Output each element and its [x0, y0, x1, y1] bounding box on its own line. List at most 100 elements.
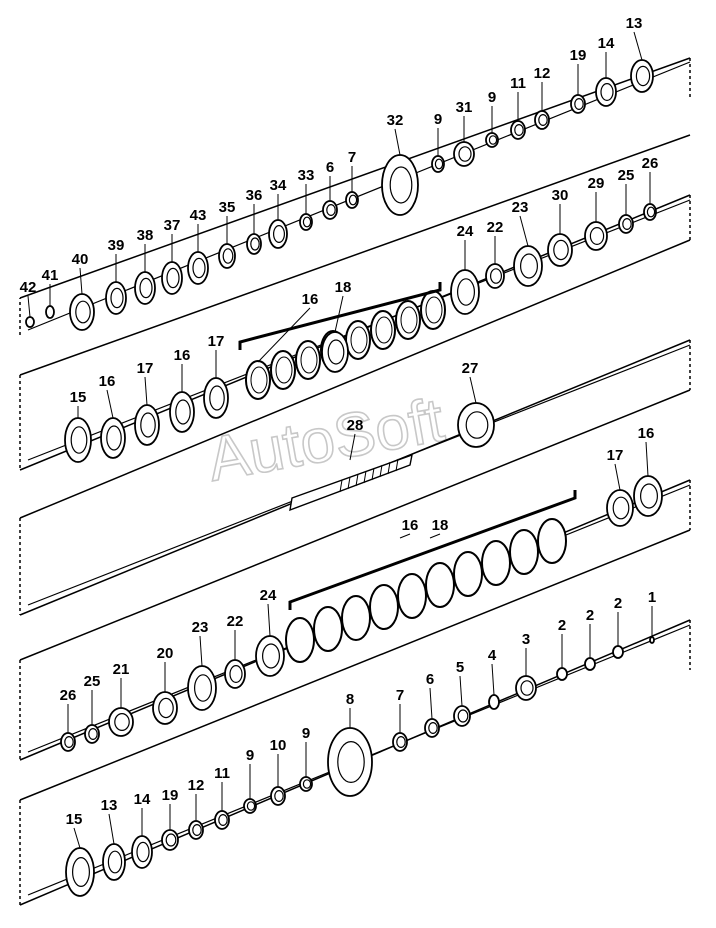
label-part-31: 31 — [456, 99, 473, 116]
label-part-33: 33 — [298, 167, 315, 184]
part-22 — [224, 659, 246, 689]
label-part-3: 3 — [522, 631, 530, 648]
part-11 — [510, 120, 526, 140]
part-22 — [485, 263, 505, 289]
label-part-24: 24 — [457, 223, 474, 240]
label-part-1: 1 — [648, 589, 656, 606]
part-16 — [633, 475, 663, 517]
part-36 — [246, 233, 262, 255]
part-42 — [25, 316, 35, 328]
leader-part-5 — [459, 675, 463, 707]
label-part-30: 30 — [552, 187, 569, 204]
label-part-25: 25 — [618, 167, 635, 184]
label-part-14: 14 — [598, 35, 615, 52]
label-part-28: 28 — [347, 417, 364, 434]
label-part-2: 2 — [586, 607, 594, 624]
label-part-26: 26 — [642, 155, 659, 172]
label-part-16: 16 — [174, 347, 191, 364]
label-part-16: 16 — [99, 373, 116, 390]
part-39 — [105, 281, 127, 315]
part-26 — [643, 203, 657, 221]
label-part-17: 17 — [208, 333, 225, 350]
part-25 — [618, 214, 634, 234]
part-8 — [327, 727, 373, 797]
label-part-16: 16 — [402, 517, 419, 534]
label-part-42: 42 — [20, 279, 37, 296]
label-part-32: 32 — [387, 112, 404, 129]
label-part-16: 16 — [638, 425, 655, 442]
brackets-layer — [238, 282, 577, 610]
part-17 — [134, 404, 160, 446]
part-29 — [584, 221, 608, 251]
leader-part-23 — [519, 215, 529, 247]
label-part-23: 23 — [512, 199, 529, 216]
part-2 — [584, 657, 596, 671]
label-part-37: 37 — [164, 217, 181, 234]
label-part-11: 11 — [510, 75, 526, 92]
part-19 — [570, 94, 586, 114]
part-21 — [108, 707, 134, 737]
part-34 — [268, 219, 288, 249]
part-14 — [131, 835, 153, 869]
label-part-7: 7 — [396, 687, 404, 704]
part-28-shaft — [289, 453, 413, 512]
label-part-9: 9 — [434, 111, 442, 128]
watermark-text: AutoSoft — [203, 386, 449, 495]
bracket-row4 — [288, 490, 577, 610]
label-part-40: 40 — [72, 251, 89, 268]
part-32 — [381, 154, 419, 216]
part-7 — [392, 732, 408, 752]
part-6 — [424, 718, 440, 738]
disc-pack-row2 — [245, 290, 446, 400]
part-9 — [485, 132, 499, 148]
label-part-18: 18 — [432, 517, 449, 534]
part-27 — [457, 402, 495, 448]
leader-part-27 — [469, 376, 477, 404]
part-23 — [187, 665, 217, 711]
label-part-36: 36 — [246, 187, 263, 204]
label-part-23: 23 — [192, 619, 209, 636]
bracket-row2 — [238, 282, 442, 350]
leader-part-18 — [429, 533, 441, 539]
label-part-43: 43 — [190, 207, 207, 224]
label-part-21: 21 — [113, 661, 130, 678]
parts-layer — [25, 59, 663, 897]
leader-part-13 — [633, 31, 643, 61]
label-part-2: 2 — [614, 595, 622, 612]
part-17 — [203, 377, 229, 419]
part-25 — [84, 724, 100, 744]
part-11 — [214, 810, 230, 830]
label-part-11: 11 — [214, 765, 230, 782]
label-part-5: 5 — [456, 659, 464, 676]
part-41 — [45, 305, 55, 319]
label-part-17: 17 — [607, 447, 624, 464]
label-part-15: 15 — [70, 389, 87, 406]
part-9 — [299, 776, 313, 792]
label-part-16: 16 — [302, 291, 319, 308]
label-part-6: 6 — [326, 159, 334, 176]
part-15 — [64, 417, 92, 463]
label-part-17: 17 — [137, 360, 154, 377]
part-2 — [612, 645, 624, 659]
label-part-26: 26 — [60, 687, 77, 704]
leader-part-16 — [257, 307, 311, 363]
label-part-2: 2 — [558, 617, 566, 634]
part-16 — [169, 391, 195, 433]
label-part-6: 6 — [426, 671, 434, 688]
part-16-disc-pack — [285, 518, 567, 663]
part-12 — [534, 110, 550, 130]
part-13 — [102, 843, 126, 881]
part-38 — [134, 271, 156, 305]
label-part-7: 7 — [348, 149, 356, 166]
part-6 — [322, 200, 338, 220]
part-43 — [187, 251, 209, 285]
label-part-9: 9 — [488, 89, 496, 106]
label-part-19: 19 — [570, 47, 587, 64]
part-5 — [453, 705, 471, 727]
label-part-8: 8 — [346, 691, 354, 708]
label-part-29: 29 — [588, 175, 605, 192]
label-part-13: 13 — [626, 15, 643, 32]
part-2 — [556, 667, 568, 681]
part-26 — [60, 732, 76, 752]
leader-part-40 — [79, 267, 83, 295]
